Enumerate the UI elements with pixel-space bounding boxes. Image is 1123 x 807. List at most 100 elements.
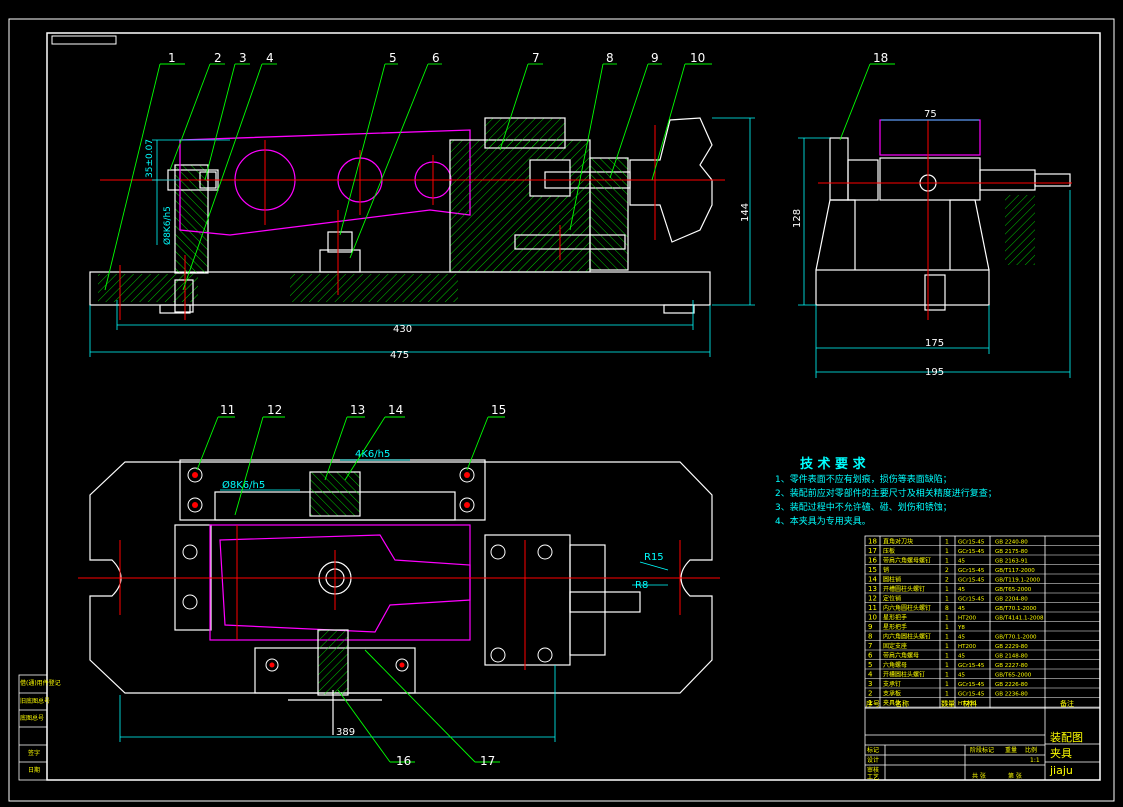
dim-475: 475 — [390, 350, 409, 361]
callout-5: 5 — [389, 51, 397, 65]
side-block — [879, 157, 981, 201]
dim-75: 75 — [924, 109, 937, 120]
bom-cell-qty: 1 — [945, 634, 949, 641]
bom-cell-mat: 45 — [958, 587, 965, 593]
bom-cell-name: 内六角圆柱头螺钉 — [883, 604, 931, 612]
tech-item-4: 4、本夹具为专用夹具。 — [775, 515, 871, 527]
tb-label-0: 标记 — [867, 746, 879, 754]
bom-cell-std: GB/T65-2000 — [995, 673, 1032, 679]
bom-cell-std: GB 2227-80 — [995, 663, 1028, 669]
bom-header: 序号 名称 数量 材料 备注 — [866, 699, 1074, 708]
dim-4k6: 4K6/h5 — [355, 449, 390, 460]
bom-cell-name: 圆柱销 — [883, 576, 901, 584]
bom-h-no: 序号 — [866, 699, 880, 708]
tb-stage-1: 重量 — [1005, 746, 1017, 754]
callout-numbers: 1 2 3 4 5 6 7 8 9 10 11 12 13 14 15 16 1… — [168, 51, 888, 768]
tech-title: 技 术 要 求 — [800, 456, 867, 472]
dim-195: 195 — [925, 367, 944, 378]
bom-cell-qty: 1 — [945, 653, 949, 660]
bom-cell-qty: 1 — [945, 624, 949, 631]
bom-cell-name: 星形把手 — [883, 623, 907, 631]
bom-cell-std: GB/T70.1-2000 — [995, 635, 1037, 641]
bom-h-note: 备注 — [1060, 699, 1074, 708]
callout-7: 7 — [532, 51, 540, 65]
dim-430: 430 — [393, 324, 412, 335]
dim-389: 389 — [336, 727, 355, 738]
sidebar-1: 旧底图总号 — [20, 697, 50, 705]
callout-11: 11 — [220, 403, 235, 417]
bom-cell-name: 直角对刀块 — [883, 538, 913, 546]
bom-cell-qty: 2 — [945, 567, 949, 574]
bom-cell-mat: GCr15-45 — [958, 540, 985, 546]
top-base-outline — [89, 461, 713, 694]
tech-requirements: 技 术 要 求 1、零件表面不应有划痕，损伤等表面缺陷； 2、装配前应对零部件的… — [775, 456, 997, 527]
callout-14: 14 — [388, 403, 403, 417]
dim-r15: R15 — [644, 552, 664, 563]
top-workpiece — [209, 524, 471, 641]
bom-cell-mat: 45 — [958, 559, 965, 565]
callout-9: 9 — [651, 51, 659, 65]
front-view — [89, 117, 713, 314]
bom-cell-no: 17 — [868, 547, 877, 555]
bom-cell-name: 带肩六角螺母 — [883, 652, 919, 660]
callout-12: 12 — [267, 403, 282, 417]
bom-cell-name: 压板 — [883, 547, 895, 555]
bom-cell-name: 带肩六角螺母螺钉 — [883, 557, 931, 565]
top-bolts — [182, 467, 553, 672]
top-centerlines — [78, 525, 720, 670]
title-part-name: 夹具 — [1050, 747, 1072, 760]
bom-cell-name: 夹具体 — [883, 699, 901, 707]
callout-15: 15 — [491, 403, 506, 417]
bom-cell-std: GB 2226-80 — [995, 682, 1028, 688]
bom-cell-qty: 1 — [945, 700, 949, 707]
bom-cell-std: GB 2148-80 — [995, 654, 1028, 660]
bom-cell-no: 14 — [868, 576, 877, 584]
bom-cell-no: 18 — [868, 538, 877, 546]
bom-cell-mat: GCr15-45 — [958, 568, 985, 574]
dim-8k6: Ø8K6/h5 — [162, 206, 173, 245]
front-dimensions — [89, 117, 755, 357]
bom-cell-no: 7 — [868, 642, 872, 650]
callout-16: 16 — [396, 754, 411, 768]
bom-cell-std: GB/T119.1-2000 — [995, 578, 1040, 584]
bom-cell-qty: 1 — [945, 548, 949, 555]
bom-cell-qty: 1 — [945, 643, 949, 650]
tb-sheets-1: 第 张 — [1008, 772, 1022, 780]
bom-cell-std: GB 2204-80 — [995, 597, 1028, 603]
tech-item-3: 3、装配过程中不允许磕、碰、划伤和锈蚀； — [775, 501, 952, 513]
bom-cell-name: 内六角圆柱头螺钉 — [883, 633, 931, 641]
bom-cell-no: 12 — [868, 595, 877, 603]
tb-label-1: 设计 — [867, 756, 879, 764]
bom-cell-no: 2 — [868, 690, 872, 698]
bom-cell-mat: 45 — [958, 606, 965, 612]
bom-cell-no: 13 — [868, 585, 877, 593]
bom-cell-qty: 1 — [945, 681, 949, 688]
bom-cell-mat: GCr15-45 — [958, 682, 985, 688]
callout-3: 3 — [239, 51, 247, 65]
tb-scale: 1:1 — [1030, 757, 1040, 764]
base-hatch-front — [98, 274, 198, 302]
bom-cell-no: 9 — [868, 623, 872, 631]
sidebar-0: 借(通)用件登记 — [20, 679, 61, 687]
outer-frame — [8, 18, 1115, 802]
bom-cell-std: GB 2163-91 — [995, 559, 1028, 565]
bom-cell-mat: HT200 — [958, 701, 976, 707]
bom-cell-qty: 1 — [945, 691, 949, 698]
bom-cell-name: 支承钉 — [883, 680, 901, 688]
front-centerlines — [100, 125, 725, 320]
callout-6: 6 — [432, 51, 440, 65]
callout-10: 10 — [690, 51, 705, 65]
tech-item-2: 2、装配前应对零部件的主要尺寸及相关精度进行复查； — [775, 487, 997, 499]
callout-8: 8 — [606, 51, 614, 65]
side-centerlines — [818, 120, 1072, 320]
bom-cell-std: GB/T4141.1-2008 — [995, 616, 1044, 622]
bom-cell-mat: Y8 — [957, 625, 965, 631]
leaders — [104, 63, 895, 763]
bom-cell-std: GB/T65-2000 — [995, 587, 1032, 593]
sidebar-text: 借(通)用件登记 旧底图总号 底图总号 签字 日期 — [20, 679, 61, 774]
bom-cell-name: 开槽圆柱头螺钉 — [883, 671, 925, 679]
tb-label-2: 审核 — [867, 766, 879, 774]
bom-h-qty: 数量 — [941, 699, 955, 708]
